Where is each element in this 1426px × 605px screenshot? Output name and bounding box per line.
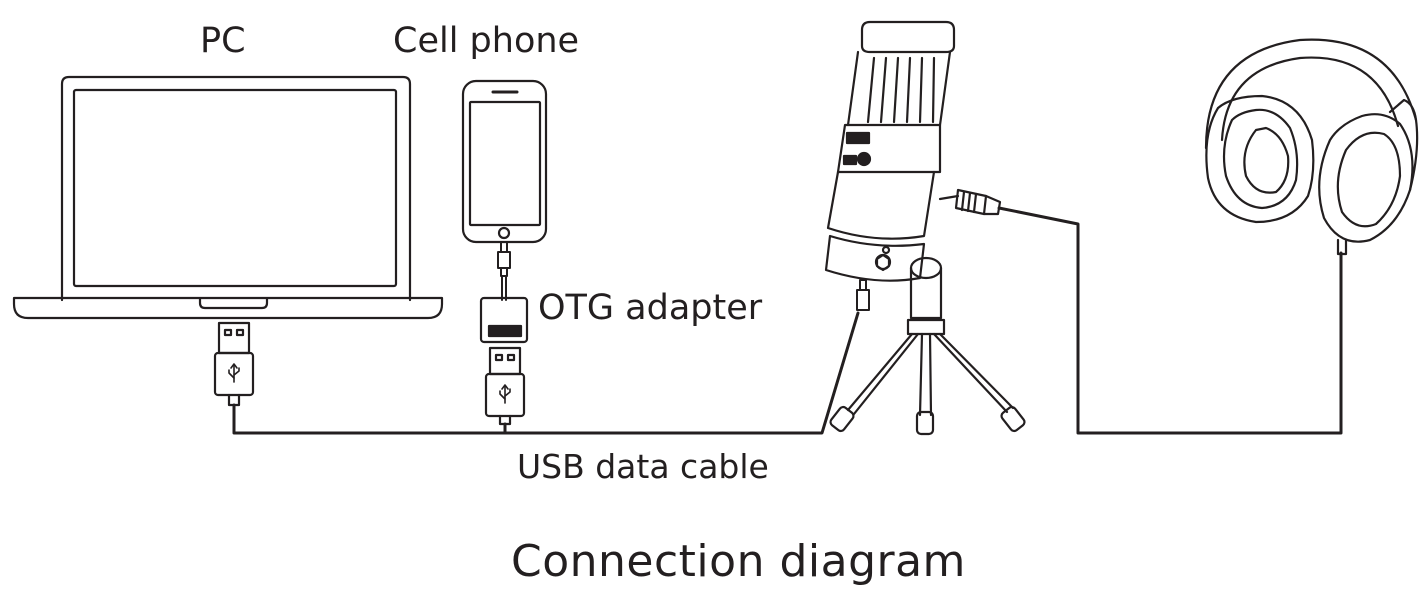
headphone-cable — [997, 206, 1343, 435]
headphones-icon — [1204, 38, 1419, 256]
otg-adapter-label: OTG adapter — [538, 288, 763, 328]
usb-symbol-icon — [228, 363, 240, 383]
usb-symbol-icon — [499, 384, 511, 404]
microphone-icon — [824, 20, 956, 282]
tripod-stand-icon — [829, 256, 1026, 436]
otg-adapter-icon — [479, 296, 529, 344]
diagram-title: Connection diagram — [511, 536, 966, 587]
usb-data-cable — [232, 311, 860, 435]
usb-plug-icon — [484, 346, 526, 426]
pc-label: PC — [200, 21, 246, 61]
micro-usb-plug — [856, 279, 870, 311]
cell-phone-icon — [461, 79, 548, 244]
lightning-cable — [497, 241, 511, 301]
usb-cable-label: USB data cable — [517, 447, 769, 486]
audio-jack-icon — [938, 188, 1002, 216]
cell-phone-label: Cell phone — [393, 21, 580, 61]
laptop-icon — [12, 75, 444, 320]
